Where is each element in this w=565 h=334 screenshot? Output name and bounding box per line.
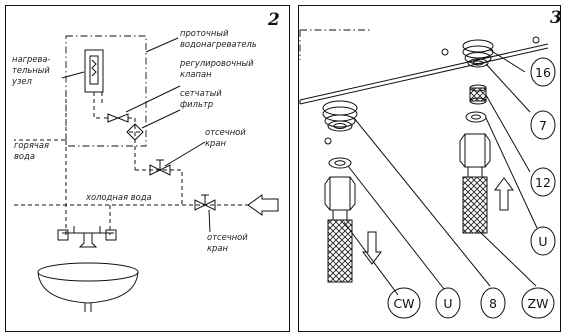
leader-heater — [145, 37, 179, 53]
leader-shutoff-bottom — [208, 209, 211, 233]
callout-u-right: U — [530, 226, 556, 256]
figure-number-2: 2 — [267, 10, 280, 30]
label-valve: регулировочный клапан — [179, 58, 256, 79]
schematic-panel: 2 — [5, 5, 290, 332]
hot-water-pipe — [14, 92, 67, 141]
svg-text:U: U — [443, 296, 452, 311]
regulating-valve-icon — [103, 113, 135, 123]
schematic-frame — [5, 5, 290, 332]
leader-shutoff-top — [164, 141, 206, 167]
leader-7 — [485, 63, 531, 113]
bottom-plate — [299, 29, 549, 105]
label-shutoff-bottom: отсечной кран — [207, 232, 250, 253]
leader-u-right — [485, 117, 538, 229]
connection-panel: 3 — [298, 5, 562, 332]
heater-boundary — [65, 35, 147, 147]
hot-water-washer — [465, 111, 487, 123]
svg-text:U: U — [538, 234, 547, 249]
mesh-filter-icon — [126, 123, 144, 141]
svg-text:8: 8 — [489, 296, 497, 311]
leader-heating-unit — [61, 71, 85, 79]
hot-water-fitting — [462, 39, 494, 68]
svg-text:ZW: ZW — [528, 296, 549, 311]
svg-text:12: 12 — [535, 175, 551, 190]
callout-16: 16 — [530, 57, 556, 87]
inflow-up-arrow-icon — [494, 177, 514, 211]
leader-8 — [353, 117, 491, 287]
heating-unit-icon — [84, 49, 104, 93]
leader-filter — [141, 109, 181, 129]
shutoff-valve-bottom-icon — [194, 194, 216, 211]
leader-valve — [125, 85, 181, 113]
heater-outlet-pipe — [93, 92, 103, 119]
svg-text:CW: CW — [393, 296, 414, 311]
callout-7: 7 — [530, 110, 556, 140]
cold-water-fitting — [322, 100, 358, 145]
label-shutoff-top: отсечной кран — [205, 127, 248, 148]
leader-u-bottom — [347, 165, 445, 290]
label-heating-unit: нагрева- тельный узел — [11, 54, 53, 86]
label-cold-water: холодная вода — [85, 192, 152, 202]
mixer-tap-icon — [57, 226, 117, 248]
inflow-arrow-icon — [247, 194, 279, 216]
label-filter: сетчатый фильтр — [180, 88, 224, 109]
cold-water-hose — [324, 176, 356, 283]
svg-text:7: 7 — [539, 118, 547, 133]
leader-cw — [343, 221, 399, 296]
svg-text:16: 16 — [535, 65, 551, 80]
callout-zw: ZW — [521, 287, 555, 319]
connection-frame — [298, 5, 561, 332]
callout-cw: CW — [387, 287, 421, 319]
leader-12 — [485, 94, 531, 173]
label-heater: проточный водонагреватель — [180, 28, 257, 49]
strainer-icon — [469, 84, 487, 105]
leader-zw — [477, 229, 537, 287]
callout-8: 8 — [480, 287, 506, 319]
cold-water-washer — [328, 157, 352, 169]
leader-16 — [489, 49, 526, 73]
callout-12: 12 — [530, 167, 556, 197]
outflow-arrow-icon — [362, 231, 382, 265]
sink-icon — [37, 262, 139, 312]
cold-branch-pipe — [135, 169, 183, 205]
figure-number-3: 3 — [550, 8, 562, 28]
hot-water-hose — [459, 133, 491, 234]
callout-u-bottom: U — [435, 287, 461, 319]
shutoff-valve-top-icon — [149, 159, 171, 176]
label-hot-water: горячая вода — [14, 140, 52, 161]
